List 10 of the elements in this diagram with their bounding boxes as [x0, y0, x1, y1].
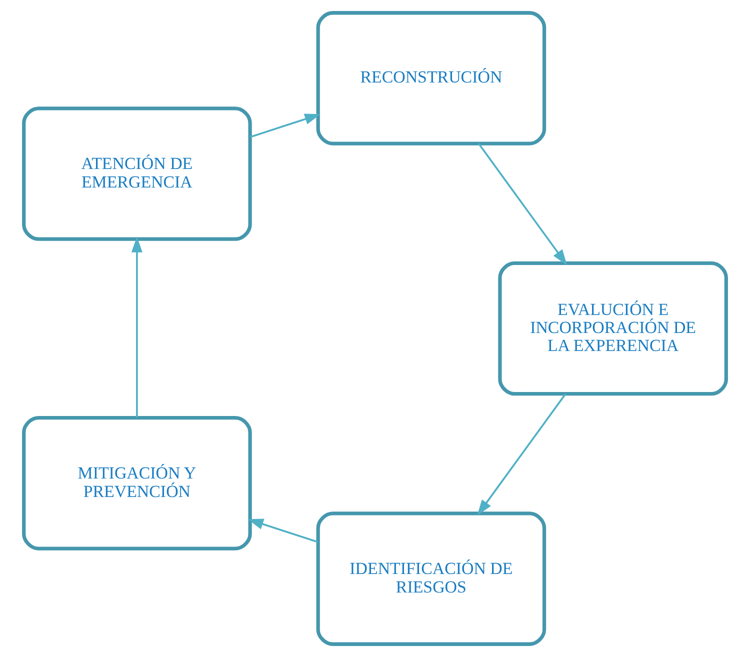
node-box: RECONSTRUCIÓN — [316, 11, 546, 146]
node-box: ATENCIÓN DE EMERGENCIA — [22, 106, 252, 241]
node-box: MITIGACIÓN Y PREVENCIÓN — [22, 416, 252, 550]
arrow — [248, 518, 318, 543]
arrow — [250, 114, 321, 138]
arrow — [477, 393, 566, 516]
node-box: IDENTIFICACIÓN DE RIESGOS — [316, 512, 546, 646]
node-box: EVALUCIÓN E INCORPORACIÓN DE LA EXPERENCIA — [498, 261, 728, 396]
arrow — [131, 236, 142, 418]
arrow — [478, 143, 568, 266]
